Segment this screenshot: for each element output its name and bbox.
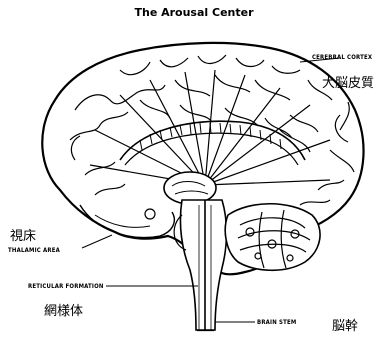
label-brain-stem: BRAIN STEM — [257, 319, 296, 326]
label-cerebral-cortex-jp: 大脳皮質 — [322, 72, 374, 91]
label-reticular-formation: RETICULAR FORMATION — [28, 283, 104, 290]
brain-stem-shape — [180, 200, 226, 330]
label-thalamic-area: THALAMIC AREA — [8, 247, 60, 254]
label-brain-stem-jp: 脳幹 — [332, 315, 358, 334]
label-reticular-formation-jp: 網様体 — [44, 300, 83, 319]
label-cerebral-cortex: CEREBRAL CORTEX — [312, 54, 372, 61]
cerebellum — [225, 204, 320, 271]
label-thalamus-jp: 視床 — [10, 225, 36, 244]
